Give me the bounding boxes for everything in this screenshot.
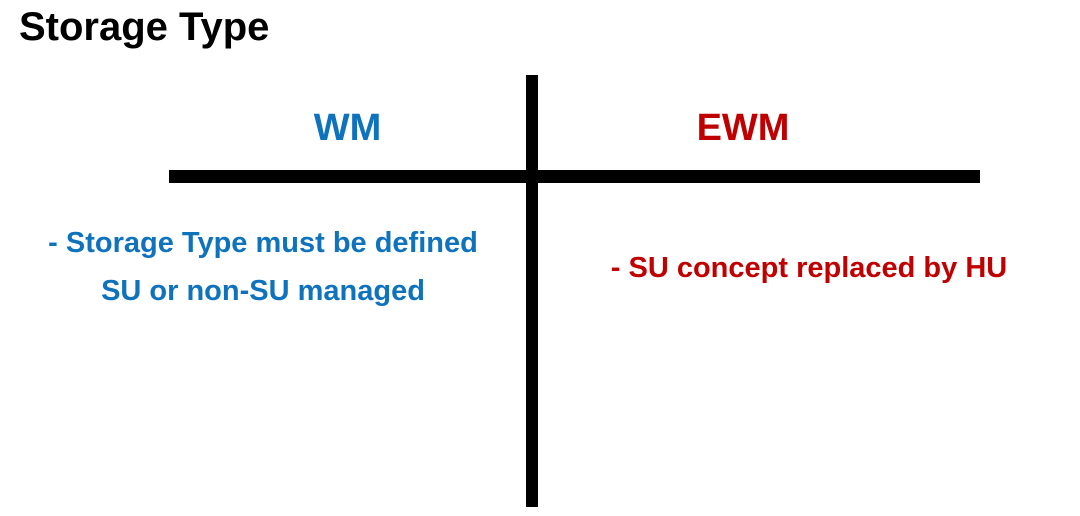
wm-notes: - Storage Type must be defined SU or non… [0, 219, 526, 315]
wm-note-line: SU or non-SU managed [101, 275, 425, 307]
page-title: Storage Type [19, 5, 270, 49]
column-header-wm: WM [313, 107, 382, 149]
divider-vertical [526, 75, 538, 507]
ewm-note-line: - SU concept replaced by HU [610, 252, 1008, 284]
wm-note-line: - Storage Type must be defined [48, 227, 478, 259]
divider-horizontal [169, 170, 980, 183]
column-header-ewm: EWM [696, 107, 790, 149]
ewm-notes: - SU concept replaced by HU [538, 244, 1080, 292]
